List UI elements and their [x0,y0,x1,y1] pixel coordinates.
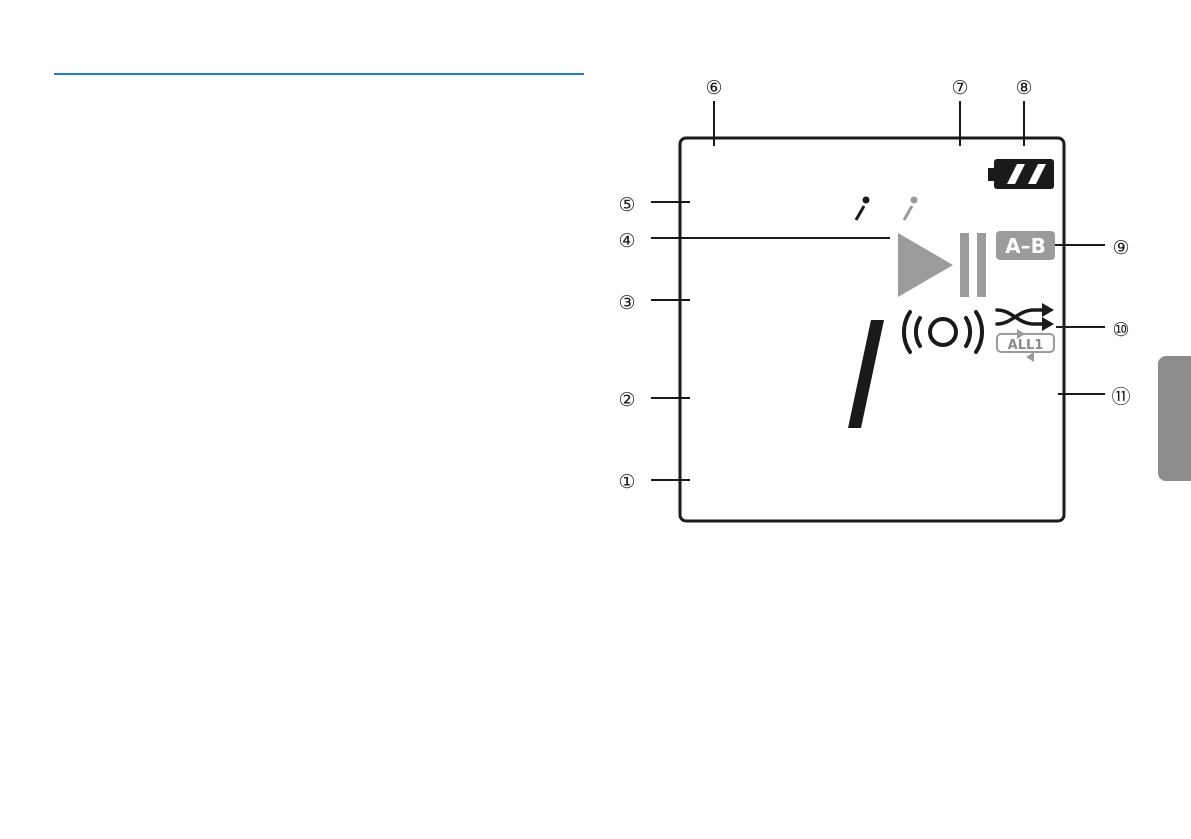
callout-leader-lines [651,101,1105,480]
ab-repeat-label: A–B [1005,234,1046,258]
segment-dot-inactive-icon [904,197,918,221]
battery-full-icon [988,159,1054,189]
callout-4: ④ [618,230,635,252]
callout-8: ⑧ [1015,77,1032,99]
callout-10: ⑩ [1112,319,1129,341]
shuffle-icon [997,303,1054,331]
callout-5: ⑤ [618,194,635,216]
voice-activation-icon [904,312,982,352]
callout-9: ⑨ [1112,237,1129,259]
repeat-mode-label: ALL1 [1008,338,1044,353]
ab-repeat-icon: A–B [996,231,1055,260]
segment-slash-icon [848,320,884,428]
callout-11: ⑪ [1111,386,1130,408]
repeat-all-icon: ALL1 [997,329,1054,362]
callout-7: ⑦ [951,77,968,99]
callout-1: ① [618,471,635,493]
callout-3: ③ [618,292,635,314]
segment-dot-active-icon [856,197,870,221]
callout-2: ② [618,389,635,411]
callout-6: ⑥ [705,77,722,99]
play-pause-icon [898,233,986,297]
